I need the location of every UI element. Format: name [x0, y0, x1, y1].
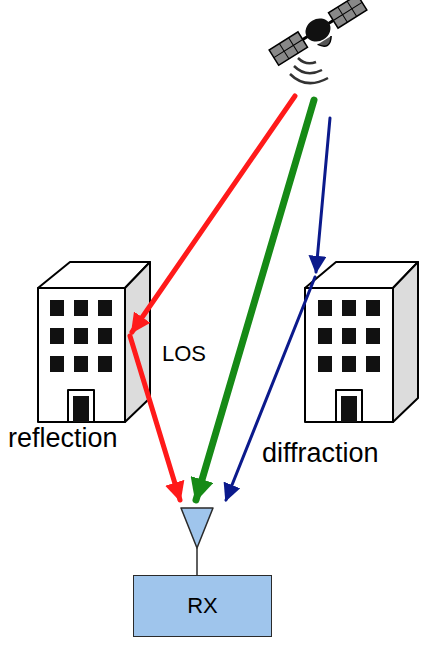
path-label: reflection	[8, 424, 118, 454]
antenna-symbol	[181, 508, 213, 576]
receiver-label: RX	[187, 593, 218, 619]
path-label: LOS	[162, 342, 206, 366]
path-label: diffraction	[262, 439, 379, 469]
receiver-box: RX	[133, 575, 272, 637]
building-right	[305, 262, 418, 422]
satellite-icon	[268, 0, 372, 73]
signal-waves	[290, 58, 328, 83]
